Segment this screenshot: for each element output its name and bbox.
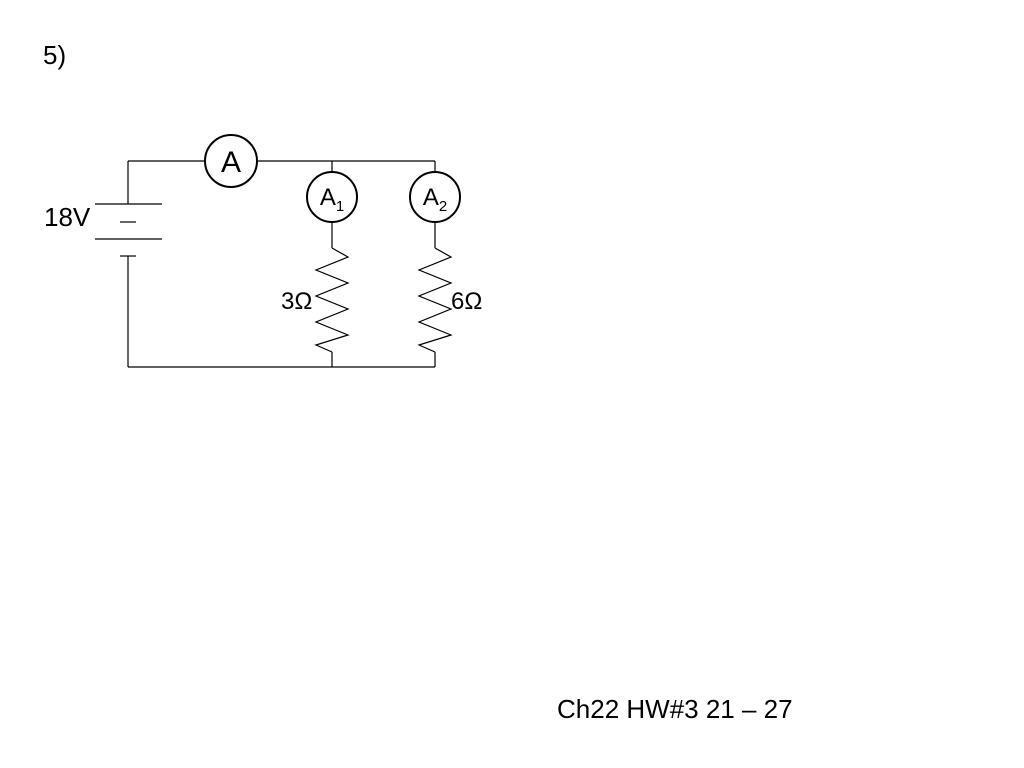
footer-label: Ch22 HW#3 21 – 27 (557, 694, 793, 724)
svg-text:A1: A1 (320, 184, 344, 215)
resistor-6-ohm (417, 247, 453, 353)
resistor-3-ohm-label: 3Ω (281, 288, 312, 315)
ammeter-main: A (204, 134, 258, 188)
ammeter-a2-label: A (423, 184, 439, 211)
ammeter-a2: A2 (409, 171, 461, 223)
resistor-3-ohm (314, 247, 350, 353)
ammeter-main-label: A (221, 146, 241, 179)
ammeter-a1: A1 (306, 171, 358, 223)
problem-number: 5) (43, 40, 67, 70)
ammeter-a1-subscript: 1 (336, 198, 344, 215)
ammeter-a2-subscript: 2 (439, 198, 447, 215)
battery-symbol (95, 203, 162, 257)
svg-text:A2: A2 (423, 184, 447, 215)
battery-voltage-label: 18V (44, 202, 91, 232)
resistor-6-ohm-label: 6Ω (451, 288, 482, 315)
ammeter-a1-label: A (320, 184, 336, 211)
